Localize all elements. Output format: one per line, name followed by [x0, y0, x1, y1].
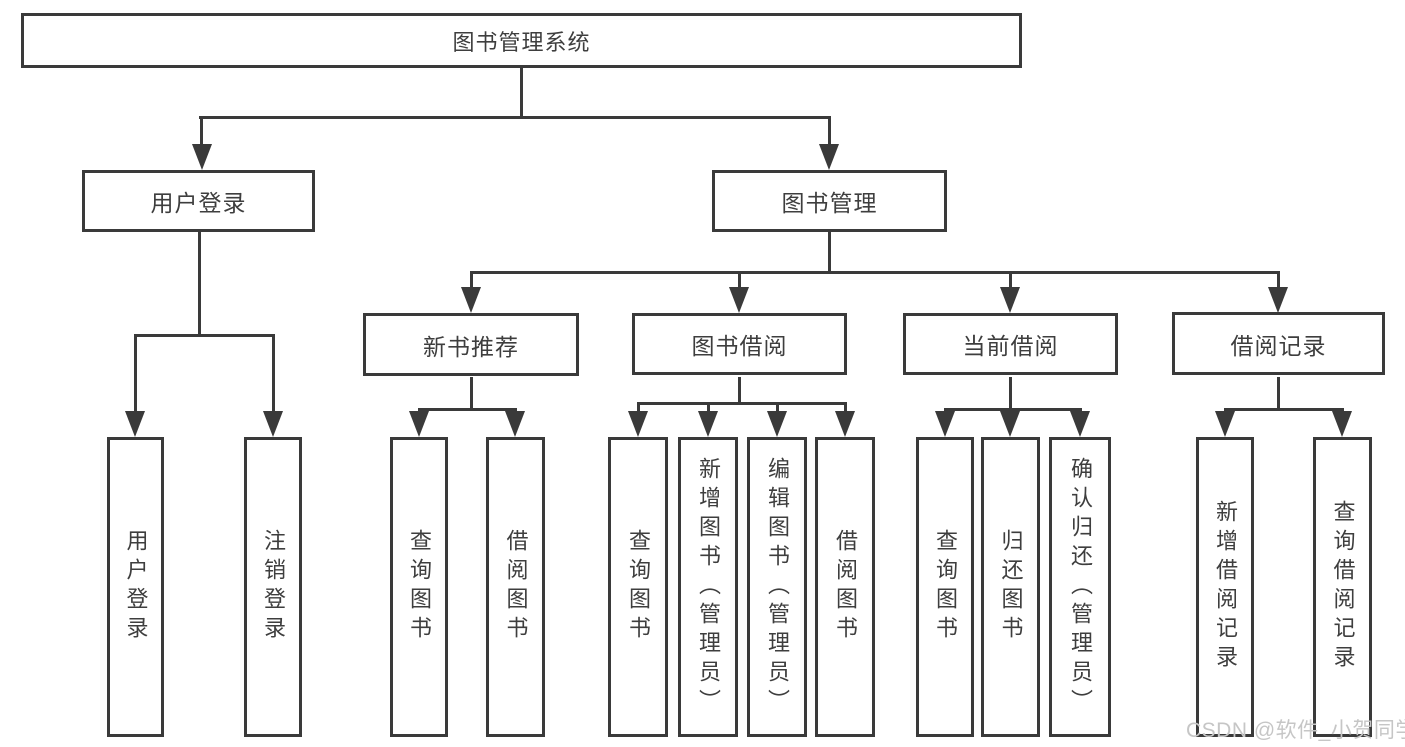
leaf-label: 归还图书	[998, 529, 1024, 645]
node-new-book-recommend: 新书推荐	[363, 313, 579, 376]
arrow-down-icon	[1000, 411, 1020, 437]
leaf-label: 用户登录	[123, 529, 149, 645]
leaf-label: 编辑图书（管理员）	[765, 456, 790, 718]
connector-stem	[470, 377, 473, 410]
arrow-down-icon	[1070, 411, 1090, 437]
arrow-down-icon	[461, 287, 481, 313]
leaf-query-borrow-record: 查询借阅记录	[1313, 437, 1372, 737]
node-user-login: 用户登录	[82, 170, 315, 232]
node-root-label: 图书管理系统	[452, 29, 591, 55]
arrow-down-icon	[835, 411, 855, 437]
connector-userlogin-hline	[134, 334, 275, 337]
leaf-query-books: 查询图书	[390, 437, 448, 737]
leaf-confirm-return-admin: 确认归还（管理员）	[1049, 437, 1111, 737]
leaf-user-login: 用户登录	[107, 437, 164, 737]
connector-drop	[1009, 271, 1012, 293]
node-label: 当前借阅	[962, 333, 1059, 359]
arrow-down-icon	[819, 144, 839, 170]
connector-level2-hline	[470, 271, 1280, 274]
node-label: 图书管理	[781, 190, 878, 216]
leaf-add-books-admin: 新增图书（管理员）	[678, 437, 738, 737]
leaf-label: 确认归还（管理员）	[1068, 456, 1093, 718]
leaf-label: 新增借阅记录	[1213, 500, 1238, 674]
node-label: 新书推荐	[423, 333, 519, 360]
arrow-down-icon	[1332, 411, 1352, 437]
leaf-borrow-books: 借阅图书	[486, 437, 545, 737]
leaf-label: 借阅图书	[833, 529, 858, 645]
arrow-down-icon	[192, 144, 212, 170]
leaf-label: 注销登录	[261, 529, 286, 645]
arrow-down-icon	[729, 287, 749, 313]
leaf-query-books: 查询图书	[608, 437, 668, 737]
connector-hline	[944, 408, 1082, 411]
connector-drop	[738, 271, 741, 293]
connector-drop	[637, 402, 640, 414]
connector-stem	[1277, 377, 1280, 410]
node-borrow-records: 借阅记录	[1172, 312, 1385, 375]
leaf-borrow-books: 借阅图书	[815, 437, 875, 737]
leaf-edit-books-admin: 编辑图书（管理员）	[747, 437, 807, 737]
connector-hline	[637, 402, 847, 405]
node-label: 借阅记录	[1230, 332, 1327, 359]
connector-level1-hline	[199, 116, 831, 119]
arrow-down-icon	[125, 411, 145, 437]
node-book-borrow: 图书借阅	[632, 313, 847, 375]
connector-hline	[418, 408, 517, 411]
leaf-query-books: 查询图书	[916, 437, 974, 737]
arrow-down-icon	[263, 411, 283, 437]
connector-root-stem	[520, 68, 523, 119]
node-book-management: 图书管理	[712, 170, 947, 232]
arrow-down-icon	[767, 411, 787, 437]
connector-drop-user-login	[200, 116, 203, 148]
watermark: CSDN @软件_小贺同学	[1186, 719, 1405, 742]
connector-drop	[272, 334, 275, 416]
leaf-label: 查询图书	[407, 529, 432, 645]
arrow-down-icon	[698, 411, 718, 437]
connector-drop	[1277, 271, 1280, 293]
leaf-logout: 注销登录	[244, 437, 302, 737]
connector-drop	[470, 271, 473, 293]
arrow-down-icon	[935, 411, 955, 437]
connector-hline	[1224, 408, 1344, 411]
leaf-label: 查询图书	[933, 529, 958, 645]
connector-stem	[738, 377, 741, 405]
leaf-label: 查询借阅记录	[1330, 500, 1356, 674]
leaf-label: 新增图书（管理员）	[696, 456, 721, 718]
connector-stem	[1009, 377, 1012, 410]
leaf-add-borrow-record: 新增借阅记录	[1196, 437, 1254, 737]
leaf-return-books: 归还图书	[981, 437, 1040, 737]
connector-drop-book-mgmt	[828, 116, 831, 148]
leaf-label: 借阅图书	[503, 529, 529, 645]
connector-drop	[844, 402, 847, 414]
connector-bookmgmt-stem	[828, 232, 831, 274]
node-current-borrow: 当前借阅	[903, 313, 1118, 375]
arrow-down-icon	[409, 411, 429, 437]
node-label: 用户登录	[150, 190, 247, 216]
node-root: 图书管理系统	[21, 13, 1022, 68]
leaf-label: 查询图书	[626, 529, 651, 645]
arrow-down-icon	[1000, 287, 1020, 313]
arrow-down-icon	[628, 411, 648, 437]
connector-userlogin-stem	[198, 232, 201, 337]
connector-drop	[134, 334, 137, 416]
arrow-down-icon	[1215, 411, 1235, 437]
arrow-down-icon	[505, 411, 525, 437]
arrow-down-icon	[1268, 287, 1288, 313]
connector-drop	[776, 402, 779, 414]
node-label: 图书借阅	[691, 333, 788, 359]
connector-drop	[707, 402, 710, 414]
